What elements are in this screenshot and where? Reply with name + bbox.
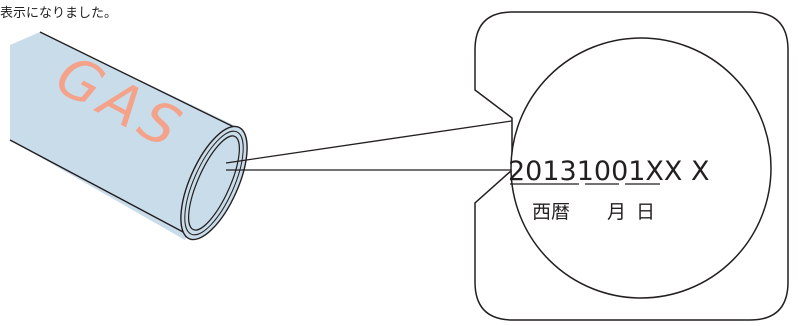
day-label: 日 <box>636 201 655 223</box>
year-label: 西暦 <box>532 201 570 223</box>
month-label: 月 <box>607 201 626 223</box>
magnifier-circle <box>510 37 772 299</box>
pipe-bottom-edge <box>9 139 186 234</box>
date-code: 20131001XX X <box>508 156 710 187</box>
pipe-body <box>10 32 240 240</box>
pipe-opening <box>180 125 248 241</box>
leader-line-top <box>225 117 533 164</box>
pipe-top-edge <box>39 31 237 129</box>
caption-text: 表示になりました。 <box>0 6 118 21</box>
